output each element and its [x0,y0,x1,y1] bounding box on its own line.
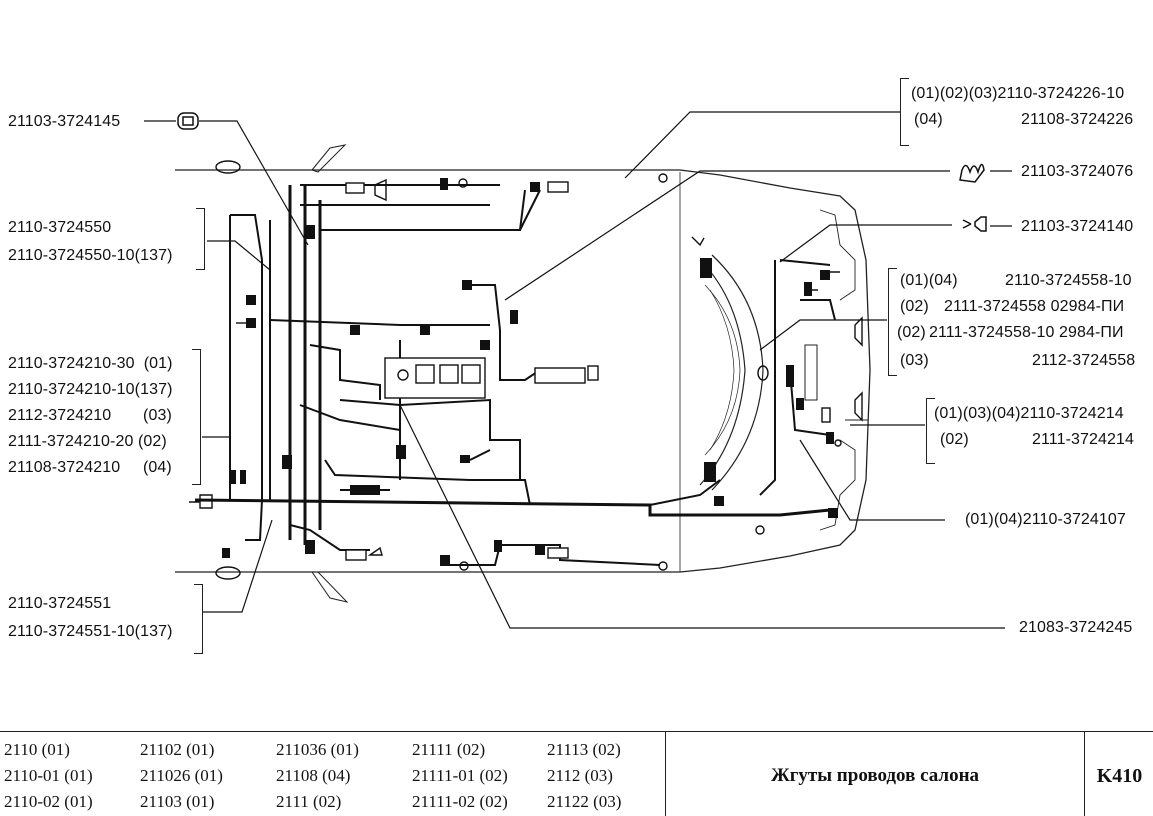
model-cell: 2110 (01) [4,740,70,759]
wiring-diagram: 21103-3724145 2110-3724550 2110-3724550-… [8,78,1136,654]
footer-divider-2 [1084,732,1085,816]
model-cell: 21113 (02) [547,740,621,759]
bracket-right-4 [888,268,897,376]
callout-left-4b: 2110-3724551-10(137) [8,623,173,640]
callout-left-3-line-1: 2110-3724210-30 (01) [8,355,173,372]
callout-right-7: 21083-3724245 [1019,619,1133,636]
callout-right-1a: (01)(02)(03)2110-3724226-10 [911,85,1125,102]
wiring-harness-drawing [144,111,1012,629]
callout-right-5b-code: 2111-3724214 [1032,431,1135,448]
model-cell: 211036 (01) [276,740,359,759]
title-block: 2110 (01) 21102 (01) 211036 (01) 21111 (… [0,731,1153,816]
callout-left-1: 21103-3724145 [8,113,121,130]
bracket-left-2 [196,208,205,270]
bracket-right-1 [900,78,909,146]
callout-right-4-1-code: 2110-3724558-10 [1005,272,1132,289]
callout-right-4-2-prefix: (02) [900,298,929,315]
model-cell: 21111 (02) [412,740,486,759]
model-cell: 21111-01 (02) [412,766,508,785]
model-cell: 2112 (03) [547,766,613,785]
callout-right-1b-prefix: (04) [914,111,943,128]
model-cell: 211026 (01) [140,766,223,785]
footer-divider-1 [665,732,666,816]
callout-left-3-line-3: 2112-3724210 (03) [8,407,172,424]
callout-right-6: (01)(04)2110-3724107 [965,511,1126,528]
model-cell: 21102 (01) [140,740,215,759]
callout-right-5b-prefix: (02) [940,431,969,448]
callout-right-5a: (01)(03)(04)2110-3724214 [934,405,1124,422]
callout-right-4-1-prefix: (01)(04) [900,272,958,289]
callout-right-4-4-code: 2112-3724558 [1032,352,1136,369]
callout-right-4-2-code: 2111-3724558 02984-ПИ [944,298,1125,315]
bracket-left-4 [194,584,203,654]
model-cell: 21103 (01) [140,792,215,811]
callout-left-3-line-5: 21108-3724210 (04) [8,459,172,476]
callout-right-1b-code: 21108-3724226 [1021,111,1134,128]
sheet-code: K410 [1096,765,1143,787]
bracket-right-5 [926,398,935,464]
callout-left-2b: 2110-3724550-10(137) [8,247,173,264]
model-cell: 2111 (02) [276,792,342,811]
model-cell: 21122 (03) [547,792,622,811]
callout-right-3: 21103-3724140 [1021,218,1134,235]
callout-left-2a: 2110-3724550 [8,219,112,236]
model-cell: 21111-02 (02) [412,792,508,811]
symbol-icons [177,112,987,232]
callout-left-4a: 2110-3724551 [8,595,112,612]
document-title: Жгуты проводов салона [770,765,980,786]
callout-right-4-3-code: 2111-3724558-10 2984-ПИ [929,324,1124,341]
model-cell: 2110-01 (01) [4,766,93,785]
callout-right-4-4-prefix: (03) [900,352,929,369]
model-cell: 21108 (04) [276,766,351,785]
model-cell: 2110-02 (01) [4,792,93,811]
callout-left-3-line-2: 2110-3724210-10(137) [8,381,173,398]
bracket-left-3 [192,349,201,485]
callout-right-2: 21103-3724076 [1021,163,1134,180]
callout-left-3-line-4: 2111-3724210-20 (02) [8,433,167,450]
callout-right-4-3-prefix: (02) [897,324,926,341]
